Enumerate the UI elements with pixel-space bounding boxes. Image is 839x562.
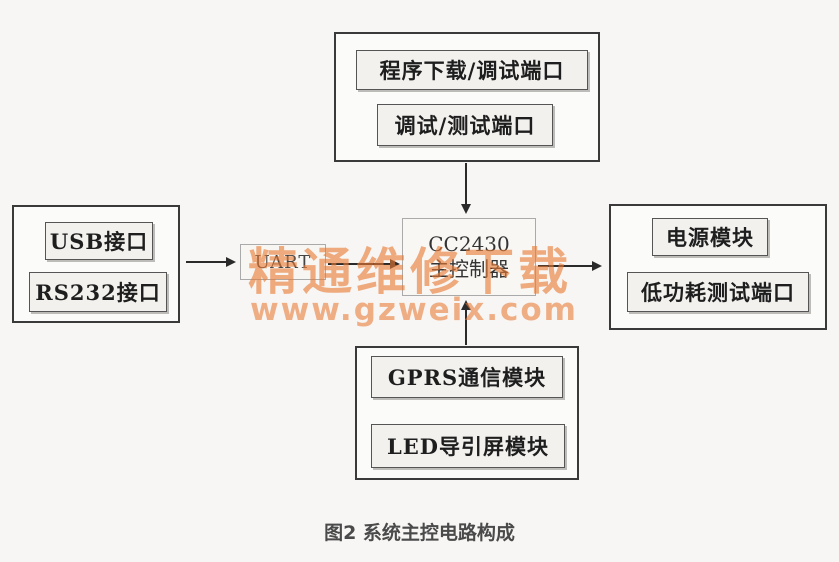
- led-module-block: LED导引屏模块: [371, 424, 565, 468]
- controller-name: 主控制器: [429, 257, 509, 281]
- power-module-block: 电源模块: [652, 218, 768, 256]
- rs232-interface-block: RS232接口: [29, 272, 167, 312]
- usb-interface-block: USB接口: [45, 222, 153, 260]
- download-debug-port-block: 程序下载/调试端口: [356, 50, 588, 90]
- low-power-test-port-block: 低功耗测试端口: [627, 272, 809, 312]
- cc2430-controller-block: CC2430 主控制器: [402, 218, 536, 296]
- gprs-module-block: GPRS通信模块: [371, 356, 563, 398]
- controller-model: CC2430: [428, 232, 510, 256]
- debug-test-port-block: 调试/测试端口: [377, 104, 553, 146]
- figure-caption: 图2 系统主控电路构成: [324, 522, 515, 544]
- uart-block: UART: [240, 244, 326, 280]
